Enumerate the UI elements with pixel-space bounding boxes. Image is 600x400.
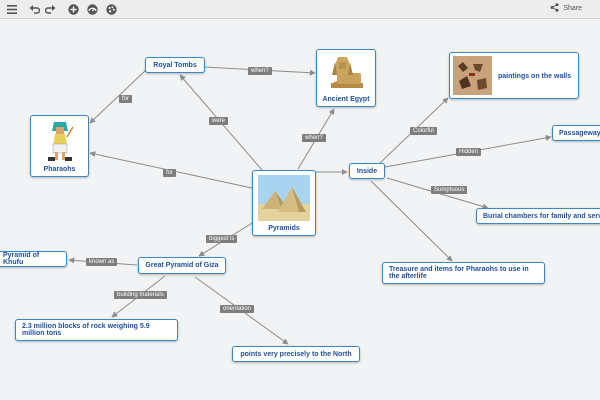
menu-icon[interactable] — [5, 2, 19, 16]
node-great-pyramid-of-giza[interactable]: Great Pyramid of Giza — [138, 257, 226, 274]
share-label: Share — [563, 5, 582, 12]
node-royal-tombs[interactable]: Royal Tombs — [145, 57, 205, 73]
link-label-colorful[interactable]: Colorful — [410, 127, 437, 135]
palette-icon[interactable] — [104, 2, 118, 16]
link-label-known-as[interactable]: known as — [86, 258, 118, 266]
connector-inside-treasure — [370, 180, 453, 262]
undo-icon[interactable] — [27, 2, 41, 16]
node-rock-blocks[interactable]: 2.3 million blocks of rock weighing 5.9 … — [15, 319, 178, 341]
node-ancient-egypt[interactable]: Ancient Egypt — [316, 49, 376, 107]
node-paintings[interactable]: paintings on the walls — [449, 52, 579, 99]
link-label-hidden[interactable]: Hidden — [456, 148, 482, 156]
sphinx-image — [331, 57, 363, 88]
toolbar: Share — [0, 0, 600, 19]
link-label-when[interactable]: when? — [302, 134, 326, 142]
node-burial-chambers[interactable]: Burial chambers for family and serv — [476, 208, 600, 224]
pharaoh-image — [48, 122, 74, 161]
link-label-orientation[interactable]: orientation — [220, 305, 255, 313]
link-label-for[interactable]: for — [119, 95, 133, 103]
share-icon — [550, 3, 559, 14]
share-button[interactable]: Share — [550, 3, 582, 14]
link-label-biggest-is[interactable]: biggest is — [206, 235, 238, 243]
pyramids-image — [258, 175, 310, 221]
node-pharaohs-label: Pharaohs — [43, 166, 76, 173]
link-label-building-materials[interactable]: building materials — [114, 291, 167, 299]
add-icon[interactable] — [66, 2, 80, 16]
node-inside[interactable]: Inside — [349, 163, 385, 179]
link-label-were[interactable]: were — [209, 117, 229, 125]
node-pyramids[interactable]: Pyramids — [252, 170, 316, 236]
node-pyramid-of-khufu[interactable]: Pyramid of Khufu — [0, 251, 67, 267]
node-paintings-label: paintings on the walls — [498, 73, 572, 80]
link-label-when[interactable]: when? — [248, 67, 272, 75]
link-label-sumptuous[interactable]: Sumptuous — [431, 186, 468, 194]
connector-royaltombs-pharaohs — [89, 69, 147, 124]
wall-painting-image — [453, 56, 492, 95]
link-label-for[interactable]: for — [163, 169, 177, 177]
node-treasure[interactable]: Treasure and items for Pharaohs to use i… — [382, 262, 545, 284]
redo-icon[interactable] — [43, 2, 57, 16]
node-points-north[interactable]: points very precisely to the North — [232, 346, 360, 362]
node-ancient-egypt-label: Ancient Egypt — [322, 96, 370, 103]
node-pharaohs[interactable]: Pharaohs — [30, 115, 89, 177]
node-pyramids-label: Pyramids — [268, 225, 300, 232]
dashboard-icon[interactable] — [85, 2, 99, 16]
node-passageway[interactable]: Passageway — [552, 125, 600, 141]
